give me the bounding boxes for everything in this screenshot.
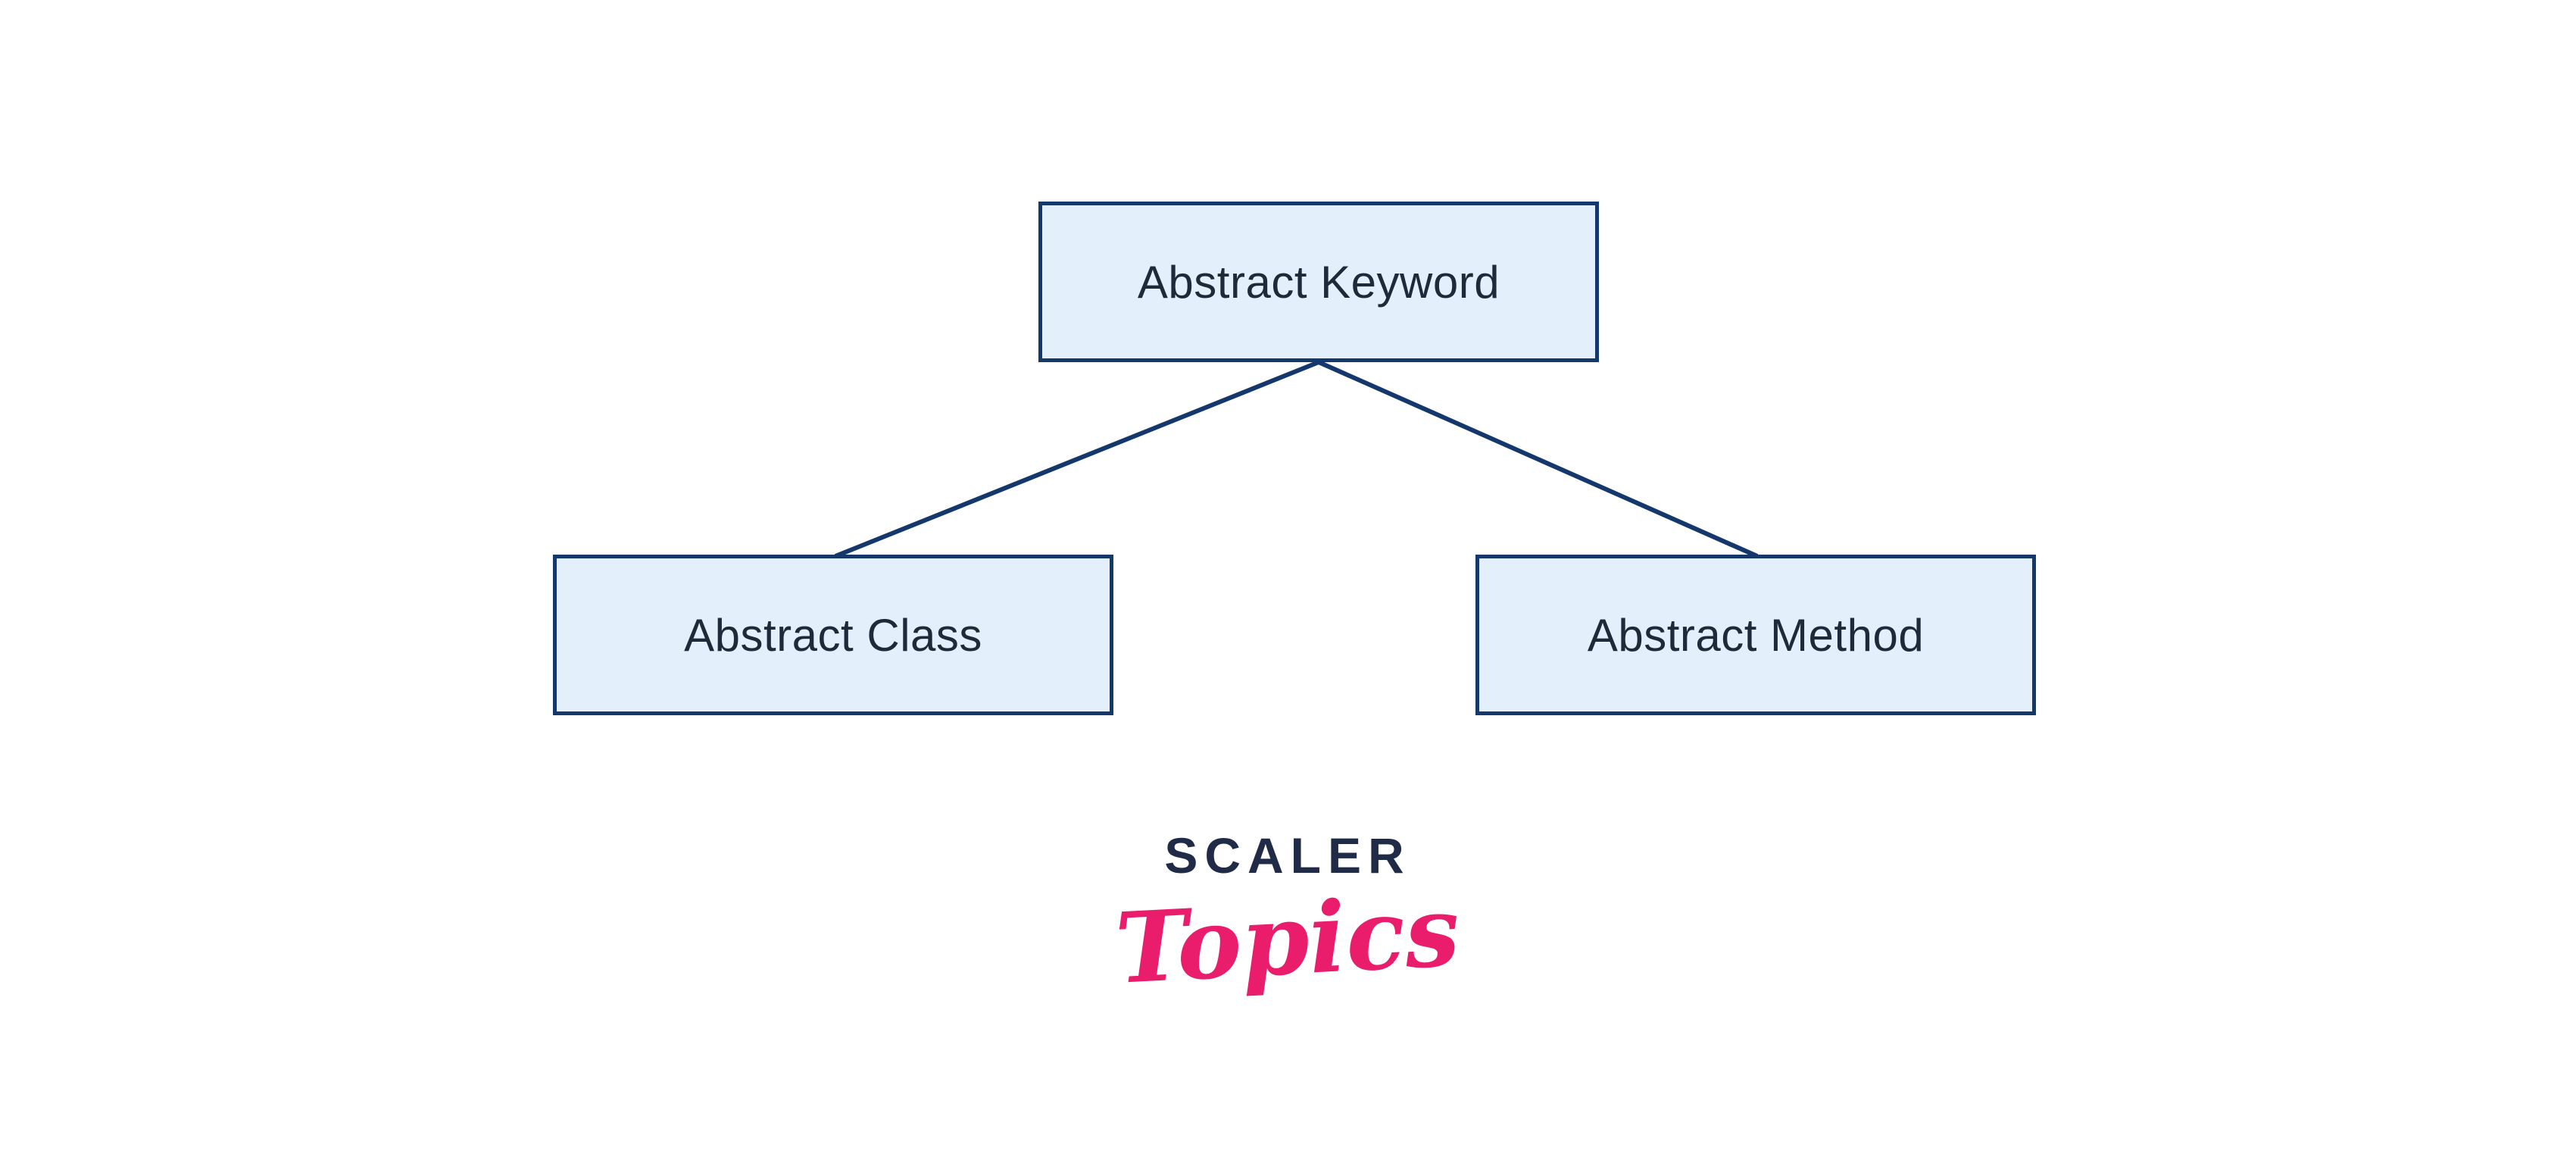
scaler-brand-text: SCALER: [1164, 827, 1411, 883]
scaler-topics-logo: SCALER Topics: [1060, 827, 1515, 1006]
node-label: Abstract Method: [1587, 609, 1925, 661]
connector-right-line: [1317, 360, 1759, 558]
node-label: Abstract Keyword: [1137, 256, 1500, 308]
node-abstract-keyword: Abstract Keyword: [1038, 202, 1599, 362]
topics-script-text: Topics: [1113, 874, 1463, 1006]
node-abstract-class: Abstract Class: [553, 555, 1113, 715]
connector-left-line: [834, 360, 1320, 558]
node-label: Abstract Class: [684, 609, 982, 661]
node-abstract-method: Abstract Method: [1475, 555, 2036, 715]
